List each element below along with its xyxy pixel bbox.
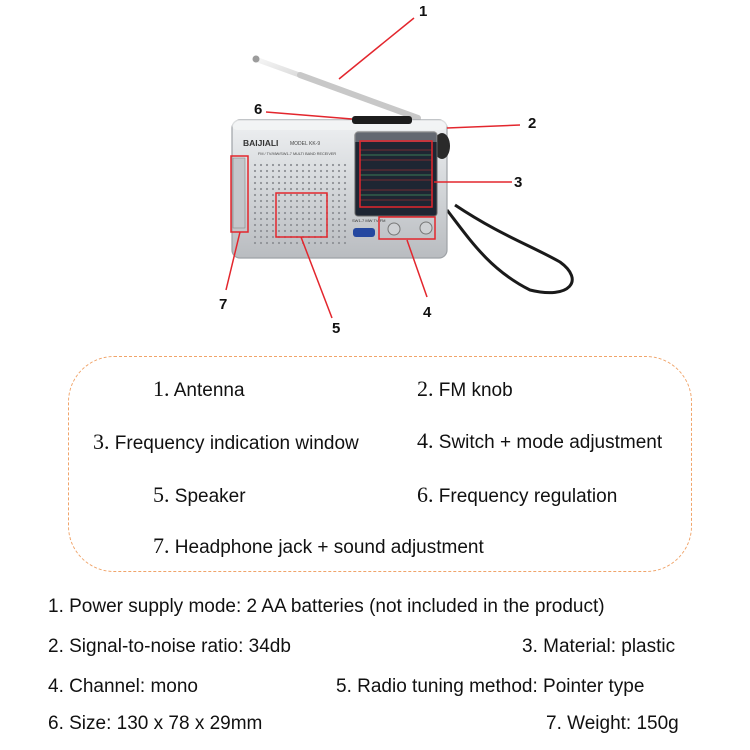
spec-weight: 7. Weight: 150g — [546, 713, 679, 734]
legend-item-switch: 4. Switch + mode adjustment — [417, 428, 662, 454]
model-label: MODEL KK-9 — [290, 141, 320, 147]
product-image: BAIJIALI MODEL KK-9 FM / TV/MW/SW1-7 MUL… — [0, 0, 750, 345]
legend-num: 5. — [153, 482, 170, 507]
spec-signal-noise: 2. Signal-to-noise ratio: 34db — [48, 636, 291, 657]
highlight-window — [359, 140, 433, 208]
callout-3: 3 — [514, 174, 523, 191]
callout-6: 6 — [254, 101, 263, 118]
highlight-switch — [378, 216, 436, 240]
brand-label: BAIJIALI — [243, 138, 278, 148]
legend-item-speaker: 5. Speaker — [153, 482, 246, 508]
frequency-knob — [352, 116, 412, 124]
band-switch — [353, 228, 375, 237]
legend-item-frequency-window: 3. Frequency indication window — [93, 429, 359, 455]
fm-knob — [434, 133, 450, 159]
legend-num: 2. — [417, 376, 434, 401]
spec-power-supply: 1. Power supply mode: 2 AA batteries (no… — [48, 596, 605, 617]
legend-num: 4. — [417, 428, 434, 453]
legend-item-headphone-jack: 7. Headphone jack + sound adjustment — [153, 533, 484, 559]
callout-2: 2 — [528, 115, 537, 132]
svg-text:FM / TV/MW/SW1-7 MULTI BAND RE: FM / TV/MW/SW1-7 MULTI BAND RECEIVER — [258, 152, 336, 156]
legend-box — [68, 356, 692, 572]
legend-num: 6. — [417, 482, 434, 507]
speaker-grille — [250, 160, 347, 248]
wrist-strap — [445, 203, 574, 295]
legend-label: Speaker — [174, 486, 246, 507]
legend-label: Frequency indication window — [114, 433, 359, 454]
svg-text:SW1-7 MW TV FM: SW1-7 MW TV FM — [352, 218, 385, 223]
legend-num: 3. — [93, 429, 110, 454]
legend-num: 7. — [153, 533, 170, 558]
callout-4: 4 — [423, 304, 432, 321]
spec-channel: 4. Channel: mono — [48, 676, 198, 697]
legend-num: 1. — [153, 376, 170, 401]
callout-lines — [225, 17, 521, 319]
legend-label: Frequency regulation — [438, 486, 618, 507]
callout-7: 7 — [219, 296, 228, 313]
callout-1: 1 — [419, 3, 428, 20]
legend-label: Headphone jack + sound adjustment — [174, 537, 484, 558]
legend-label: Antenna — [173, 380, 245, 401]
callout-5: 5 — [332, 320, 341, 337]
dial-window — [354, 131, 438, 217]
legend-item-fm-knob: 2. FM knob — [417, 376, 513, 402]
radio-illustration: BAIJIALI MODEL KK-9 FM / TV/MW/SW1-7 MUL… — [225, 17, 574, 319]
spec-size: 6. Size: 130 x 78 x 29mm — [48, 713, 263, 734]
legend-item-antenna: 1. Antenna — [153, 376, 245, 402]
legend-label: FM knob — [438, 380, 513, 401]
spec-tuning-method: 5. Radio tuning method: Pointer type — [336, 676, 645, 697]
spec-material: 3. Material: plastic — [522, 636, 676, 657]
legend-item-frequency-regulation: 6. Frequency regulation — [417, 482, 617, 508]
legend-label: Switch + mode adjustment — [438, 432, 663, 453]
